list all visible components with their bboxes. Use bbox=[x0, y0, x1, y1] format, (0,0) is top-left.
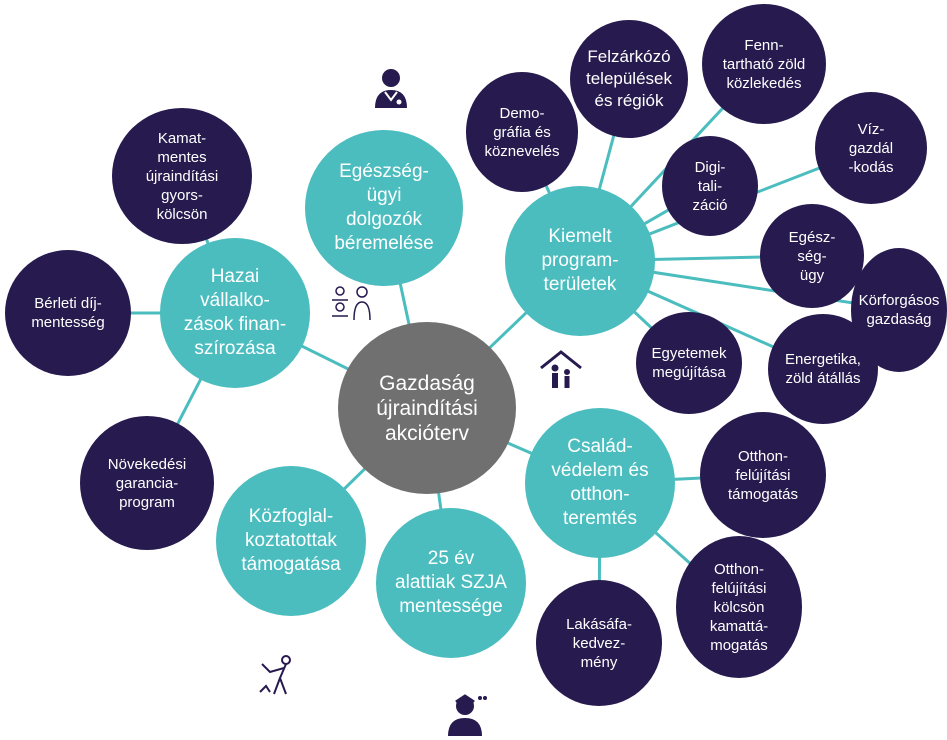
main-node-szja: 25 év alattiak SZJA mentessége bbox=[376, 508, 526, 658]
center-node: Gazdaság újraindítási akcióterv bbox=[338, 322, 516, 494]
sub-node-kamatmentes: Kamat- mentes újraindítási gyors- kölcsö… bbox=[112, 108, 252, 244]
main-node-csalad: Család- védelem és otthon- teremtés bbox=[525, 408, 675, 558]
sub-node-egyetemek: Egyetemek megújítása bbox=[636, 312, 742, 414]
sub-node-fenntarthato: Fenn- tartható zöld közlekedés bbox=[702, 4, 826, 124]
sub-node-berleti: Bérleti díj- mentesség bbox=[5, 250, 131, 376]
main-node-hazai: Hazai vállalko- zások finan- szírozása bbox=[160, 238, 310, 388]
sub-node-novekedesi: Növekedési garancia- program bbox=[80, 416, 214, 550]
main-node-egeszsegugyi: Egészség- ügyi dolgozók béremelése bbox=[305, 130, 463, 286]
sub-node-vizgazdalkodas: Víz- gazdál -kodás bbox=[815, 92, 927, 204]
sub-node-energetika: Energetika, zöld átállás bbox=[768, 314, 878, 424]
worker-icon bbox=[259, 655, 291, 695]
sub-node-egeszsegugy: Egész- ség- ügy bbox=[760, 204, 864, 308]
main-node-kiemelt: Kiemelt program- területek bbox=[505, 186, 655, 336]
family-home-icon bbox=[540, 350, 582, 388]
sub-node-otthonfelujitasi: Otthon- felújítási támogatás bbox=[700, 412, 826, 538]
doctor-icon bbox=[375, 69, 407, 108]
sub-node-felzarkozo: Felzárkózó települések és régiók bbox=[570, 20, 688, 138]
sub-node-digitalizacio: Digi- tali- záció bbox=[662, 136, 758, 236]
sub-node-otthonkolcson: Otthon- felújítási kölcsön kamattá- moga… bbox=[676, 536, 802, 678]
main-node-kozfoglal: Közfoglal- koztatottak támogatása bbox=[216, 466, 366, 616]
sub-node-demografia: Demo- gráfia és köznevelés bbox=[466, 72, 578, 192]
student-icon bbox=[448, 694, 487, 736]
team-icon bbox=[332, 286, 371, 321]
sub-node-lakasafa: Lakásáfa- kedvez- mény bbox=[536, 580, 662, 706]
